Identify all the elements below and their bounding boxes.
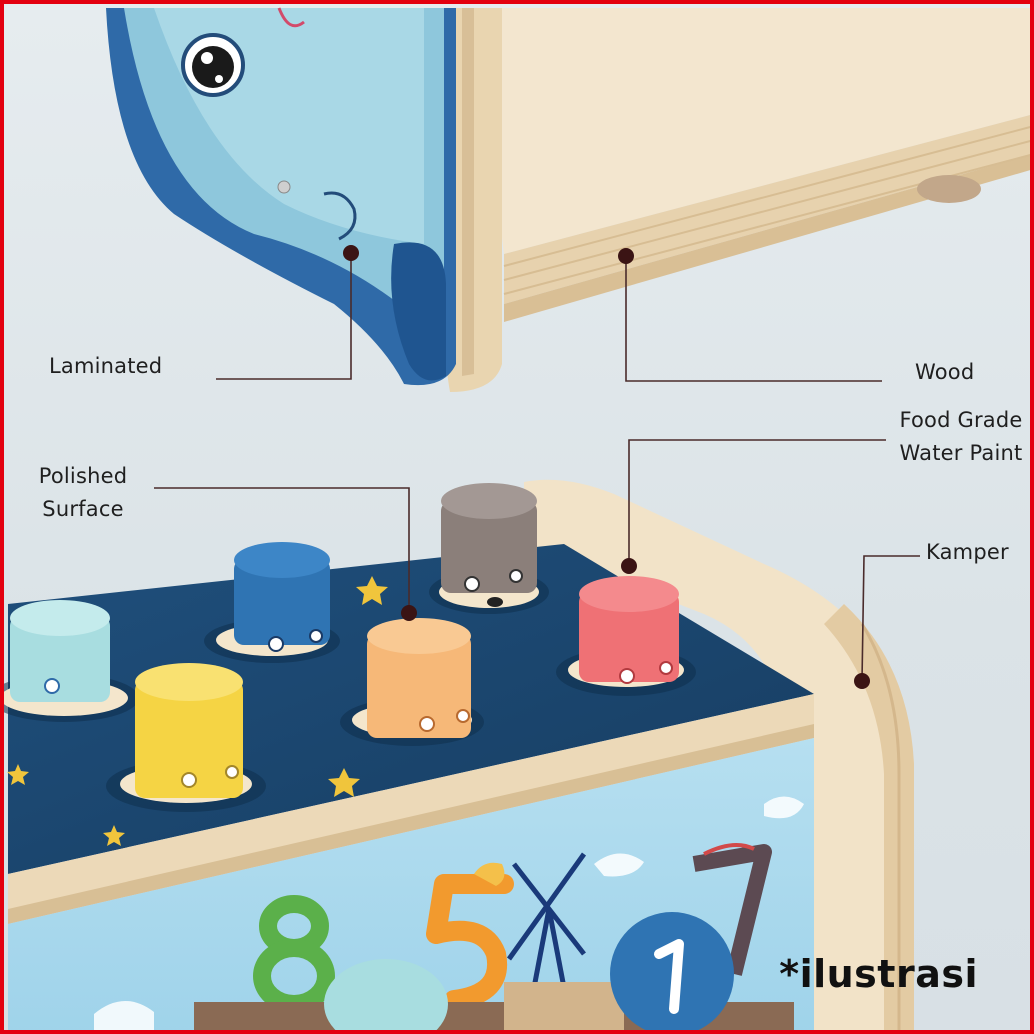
polished-line2: Surface [42, 497, 124, 521]
kamper-leader [861, 555, 920, 682]
blue-bead-1 [610, 912, 734, 1030]
peg-red [579, 576, 679, 684]
laminated-label: Laminated [49, 354, 163, 378]
peg-orange [367, 618, 471, 738]
peg-light-blue [10, 600, 110, 702]
peg-brown [441, 483, 537, 607]
ilustrasi-watermark: *ilustrasi [779, 952, 978, 996]
hammer-toy [4, 479, 914, 1030]
polished-surface-label: Polished Surface [28, 460, 138, 526]
food-grade-line1: Food Grade [899, 408, 1023, 432]
polished-dot [401, 605, 417, 621]
kamper-dot [854, 673, 870, 689]
wood-label: Wood [915, 360, 975, 384]
polished-leader [154, 487, 410, 613]
product-photo [4, 7, 1030, 1030]
food-grade-leader [628, 439, 886, 566]
food-grade-dot [621, 558, 637, 574]
kamper-label: Kamper [926, 540, 1009, 564]
callout-dots [343, 245, 870, 689]
wood-leader [625, 256, 882, 382]
wood-dot [618, 248, 634, 264]
polished-line1: Polished [38, 464, 128, 488]
laminated-leader [216, 253, 352, 380]
laminated-dot [343, 245, 359, 261]
food-grade-line2: Water Paint [899, 441, 1023, 465]
callout-lines [154, 253, 920, 682]
elephant-box [106, 7, 1030, 392]
food-grade-label: Food Grade Water Paint [888, 404, 1030, 470]
peg-blue [234, 542, 330, 652]
peg-yellow [135, 663, 243, 798]
